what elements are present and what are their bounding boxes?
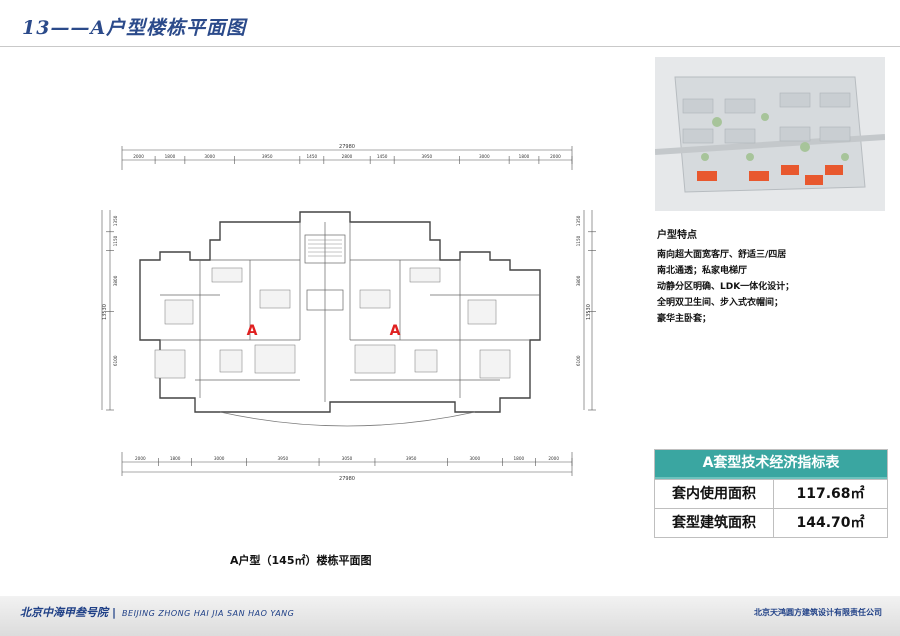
depth-right: 13530 bbox=[586, 304, 592, 320]
dim-label: 3950 bbox=[278, 456, 289, 461]
header-divider bbox=[0, 46, 900, 47]
table-title: A套型技术经济指标表 bbox=[655, 450, 887, 479]
footer-project: 北京中海甲叁号院|BEIJING ZHONG HAI JIA SAN HAO Y… bbox=[20, 606, 295, 619]
economic-index-table: A套型技术经济指标表 套内使用面积 117.68㎡ 套型建筑面积 144.70㎡ bbox=[654, 449, 888, 538]
bottom-dim-ticks: 2000 1800 3000 3950 3050 3950 3000 1800 2000 bbox=[135, 456, 573, 466]
feature-item: 南向超大面宽客厅、舒适三/四居 bbox=[657, 250, 787, 260]
dim-label: 2000 bbox=[550, 154, 561, 159]
dim-label: 1350 bbox=[576, 215, 581, 226]
table-row: 套型建筑面积 144.70㎡ bbox=[655, 508, 887, 537]
furniture bbox=[154, 267, 511, 379]
features-heading: 户型特点 bbox=[657, 230, 697, 241]
row-value: 117.68㎡ bbox=[796, 486, 865, 502]
page-title: 13——A户型楼栋平面图 bbox=[22, 17, 247, 39]
left-dim-ticks: 1350 1350 1150 1150 3800 3800 6100 6100 bbox=[106, 215, 596, 411]
site-location-map bbox=[655, 57, 885, 211]
top-dimensions bbox=[121, 146, 573, 170]
feature-item: 豪华主卧套； bbox=[657, 314, 712, 324]
row-value: 144.70㎡ bbox=[796, 515, 865, 531]
floor-plan-drawing: 27980 2000 1800 3000 3950 1450 2800 1450 3950 30… bbox=[101, 144, 596, 482]
dim-label: 3000 bbox=[214, 456, 225, 461]
dim-label: 3950 bbox=[421, 154, 432, 159]
feature-item: 南北通透；私家电梯厅 bbox=[657, 266, 748, 276]
dim-label: 6100 bbox=[576, 355, 581, 366]
stair bbox=[308, 239, 342, 257]
plan-caption: A户型（145㎡）楼栋平面图 bbox=[230, 554, 372, 567]
unit-label-left: A bbox=[247, 323, 258, 339]
footer-project-cn: 北京中海甲叁号院 bbox=[20, 606, 108, 619]
dim-label: 3800 bbox=[113, 275, 118, 286]
table-row: 套内使用面积 117.68㎡ bbox=[655, 479, 887, 508]
dim-label: 1150 bbox=[576, 235, 581, 246]
dim-label: 1450 bbox=[377, 154, 388, 159]
dim-label: 3950 bbox=[262, 154, 273, 159]
site-map-graphic bbox=[655, 57, 885, 211]
top-dim-ticks: 2000 1800 3000 3950 1450 2800 1450 3950 3000 1800… bbox=[133, 154, 573, 164]
side-dimensions bbox=[101, 210, 593, 410]
dim-label: 6100 bbox=[113, 355, 118, 366]
dim-label: 3000 bbox=[204, 154, 215, 159]
overall-dim-top: 27980 bbox=[339, 144, 355, 150]
building-outline bbox=[139, 211, 541, 413]
dim-label: 1800 bbox=[514, 456, 525, 461]
footer-company: 北京天鸿圆方建筑设计有限责任公司 bbox=[754, 608, 882, 617]
feature-item: 动静分区明确、LDK一体化设计； bbox=[657, 282, 795, 292]
dim-label: 3950 bbox=[406, 456, 417, 461]
row-label: 套内使用面积 bbox=[655, 480, 774, 508]
dim-label: 3000 bbox=[470, 456, 481, 461]
dim-label: 2800 bbox=[342, 154, 353, 159]
dim-label: 1800 bbox=[165, 154, 176, 159]
south-balcony-arc bbox=[219, 411, 476, 427]
dim-label: 2000 bbox=[548, 456, 559, 461]
dim-label: 3800 bbox=[576, 275, 581, 286]
dim-label: 1150 bbox=[113, 235, 118, 246]
dim-label: 2000 bbox=[135, 456, 146, 461]
dim-label: 1800 bbox=[519, 154, 530, 159]
footer-band bbox=[0, 596, 900, 636]
depth-left: 13530 bbox=[102, 304, 108, 320]
dim-label: 1350 bbox=[113, 215, 118, 226]
row-label: 套型建筑面积 bbox=[655, 509, 774, 537]
dim-label: 2000 bbox=[133, 154, 144, 159]
dim-label: 3000 bbox=[479, 154, 490, 159]
bottom-dimensions bbox=[121, 452, 573, 476]
unit-label-right: A bbox=[390, 323, 401, 339]
dim-label: 1450 bbox=[307, 154, 318, 159]
unit-features: 户型特点 南向超大面宽客厅、舒适三/四居 南北通透；私家电梯厅 动静分区明确、L… bbox=[657, 226, 887, 327]
overall-dim-bottom: 27980 bbox=[339, 476, 355, 482]
footer-project-en: BEIJING ZHONG HAI JIA SAN HAO YANG bbox=[122, 609, 295, 618]
dim-label: 1800 bbox=[170, 456, 181, 461]
feature-item: 全明双卫生间、步入式衣帽间； bbox=[657, 298, 784, 308]
dim-label: 3050 bbox=[342, 456, 353, 461]
